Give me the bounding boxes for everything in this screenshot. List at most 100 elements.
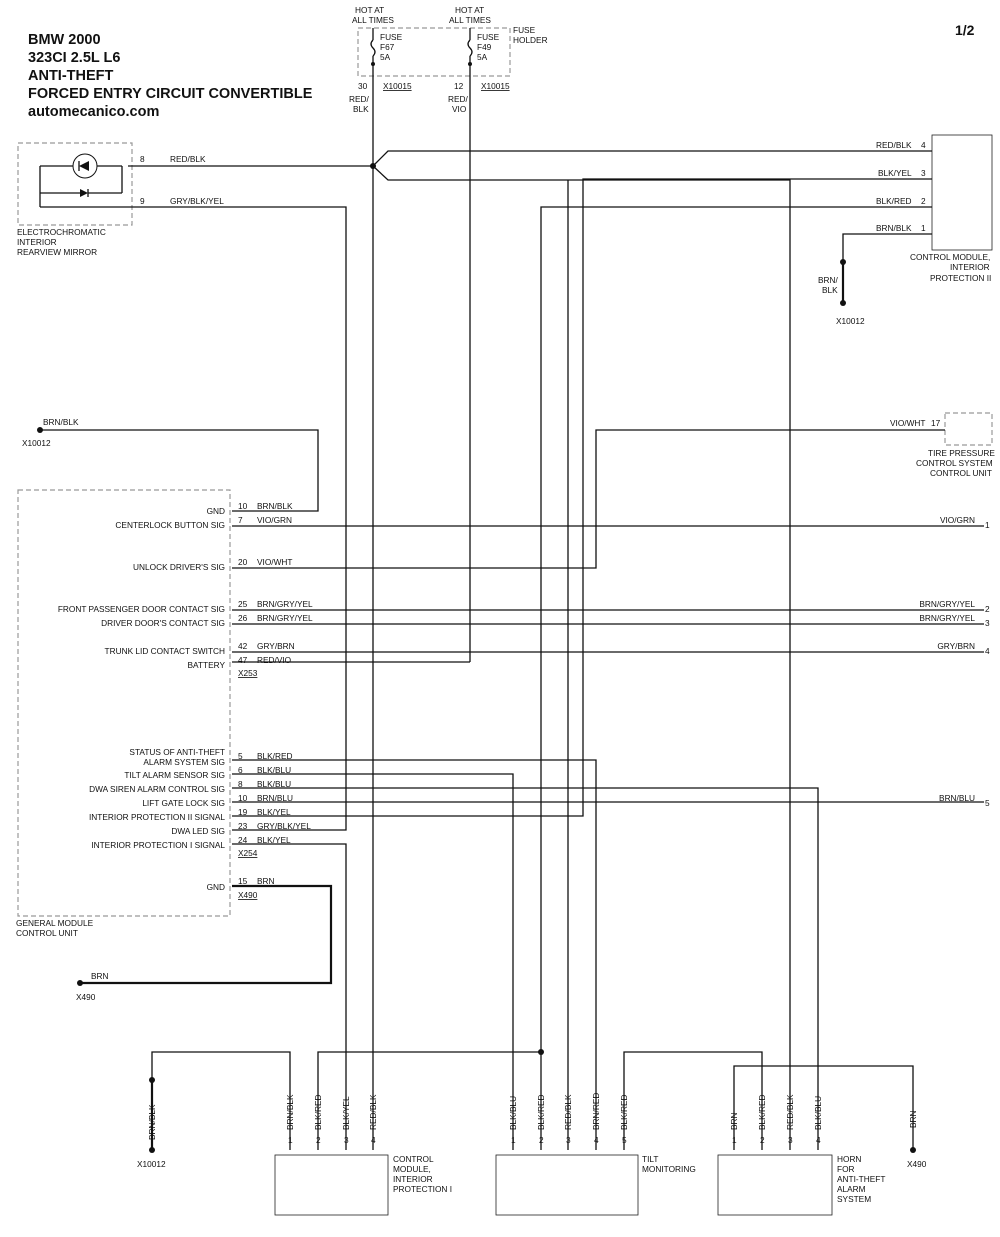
right-output-wire: VIO/GRN	[940, 515, 975, 525]
fuse1-rating: 5A	[380, 52, 391, 62]
fuse2-wire-b: VIO	[452, 104, 467, 114]
cm-ip1-label-3: INTERIOR	[393, 1174, 433, 1184]
gm-wire-color: BRN/BLU	[257, 793, 293, 803]
title-line-5: automecanico.com	[28, 104, 159, 120]
tire-pressure-unit: TIRE PRESSURE CONTROL SYSTEM CONTROL UNI…	[890, 412, 995, 478]
gm-signal-label: TRUNK LID CONTACT SWITCH	[105, 646, 225, 656]
gm-signal-label: DRIVER DOOR'S CONTACT SIG	[101, 618, 225, 628]
cm-ip2-box	[931, 134, 993, 251]
horn-label-1: HORN	[837, 1154, 861, 1164]
cm-ip2-ground-icon	[840, 300, 846, 306]
title-line-2: 323CI 2.5L L6	[28, 50, 120, 66]
cm-ip2-wire-3: BLK/YEL	[878, 168, 912, 178]
gm-signal-label: BATTERY	[188, 660, 226, 670]
gm-pin-number: 23	[238, 821, 248, 831]
ground-left-label: X10012	[22, 438, 51, 448]
gm-wire-color: GRY/BLK/YEL	[257, 821, 311, 831]
gm-wire-color: BLK/BLU	[257, 779, 291, 789]
control-module-ip2: CONTROL MODULE, INTERIOR PROTECTION II 4…	[818, 134, 993, 326]
fuse2-name: F49	[477, 42, 492, 52]
cm-ip1-label-4: PROTECTION I	[393, 1184, 452, 1194]
gm-wire-color: BRN/GRY/YEL	[257, 599, 313, 609]
tpcs-label-1: TIRE PRESSURE	[928, 448, 995, 458]
mirror-pin-9: 9	[140, 196, 145, 206]
horn-label-2: FOR	[837, 1164, 855, 1174]
ground-gm-wire: BRN	[91, 971, 109, 981]
right-output-number: 1	[985, 520, 990, 530]
cm-ip1-label: CONTROL MODULE, INTERIOR PROTECTION I	[393, 1154, 452, 1194]
cm-ip2-gnd-wire-b: BLK	[822, 285, 838, 295]
bottom-pin-labels: 1BRN/BLK2BLK/RED3BLK/YEL4RED/BLK1BLK/BLU…	[147, 1093, 918, 1145]
gm-wire-color: BLK/RED	[257, 751, 293, 761]
hot-label-1b: ALL TIMES	[352, 15, 394, 25]
gm-wire-color: VIO/WHT	[257, 557, 293, 567]
connector-x254: X254	[238, 848, 258, 858]
gm-signal-label: ALARM SYSTEM SIG	[143, 757, 225, 767]
fuse-holder-outline	[357, 27, 511, 77]
gm-signal-label: GND	[207, 506, 225, 516]
mirror-wire-red-blk: RED/BLK	[170, 154, 206, 164]
tpcs-label-3: CONTROL UNIT	[930, 468, 992, 478]
mirror-label-1: ELECTROCHROMATIC	[17, 227, 106, 237]
page-number: 1/2	[955, 22, 975, 38]
cm-ip1-box	[274, 1154, 389, 1216]
right-output-wire: GRY/BRN	[937, 641, 975, 651]
gm-wire-color: BRN/GRY/YEL	[257, 613, 313, 623]
right-output-wire: BRN/BLU	[939, 793, 975, 803]
horn-label-3: ANTI-THEFT	[837, 1174, 885, 1184]
ground-gm-x490: BRN X490	[76, 971, 109, 1002]
fuse-holder-label-2: HOLDER	[513, 35, 548, 45]
cm-ip2-label-3: PROTECTION II	[930, 273, 991, 283]
gm-wire-color: BRN/BLK	[257, 501, 293, 511]
connector-x253: X253	[238, 668, 258, 678]
tilt-label-1: TILT	[642, 1154, 658, 1164]
mirror-pin-8: 8	[140, 154, 145, 164]
horn-label-4: ALARM	[837, 1184, 866, 1194]
title-line-4: FORCED ENTRY CIRCUIT CONVERTIBLE	[28, 86, 313, 102]
bottom-components: CONTROL MODULE, INTERIOR PROTECTION I TI…	[137, 1093, 927, 1216]
gm-pin-number: 24	[238, 835, 248, 845]
mirror-wire-gry-blk-yel: GRY/BLK/YEL	[170, 196, 224, 206]
title-line-1: BMW 2000	[28, 32, 101, 48]
gm-label-2: CONTROL UNIT	[16, 928, 78, 938]
gm-pin-number: 6	[238, 765, 243, 775]
cm-ip2-pin-3: 3	[921, 168, 926, 178]
bottom-right-ground-icon	[910, 1147, 916, 1153]
gm-signal-label: TILT ALARM SENSOR SIG	[124, 770, 225, 780]
horn-box	[717, 1154, 833, 1216]
hot-label-2a: HOT AT	[455, 5, 484, 15]
title-line-3: ANTI-THEFT	[28, 68, 114, 84]
hot-label-2b: ALL TIMES	[449, 15, 491, 25]
gm-pin-number: 25	[238, 599, 248, 609]
gm-signal-label: UNLOCK DRIVER'S SIG	[133, 562, 225, 572]
fuse2-pin: 12	[454, 81, 464, 91]
fuse1-label: FUSE	[380, 32, 403, 42]
cm-ip2-ground-label: X10012	[836, 316, 865, 326]
fuse2-connector: X10015	[481, 81, 510, 91]
wires	[37, 64, 984, 1153]
right-output-number: 3	[985, 618, 990, 628]
tpcs-label-2: CONTROL SYSTEM	[916, 458, 993, 468]
gm-pin-number: 19	[238, 807, 248, 817]
gm-wire-color: RED/VIO	[257, 655, 292, 665]
ground-gm-icon	[77, 980, 83, 986]
fuse-holder: HOT AT ALL TIMES HOT AT ALL TIMES FUSE H…	[349, 5, 548, 114]
title-block: BMW 2000 323CI 2.5L L6 ANTI-THEFT FORCED…	[28, 32, 313, 120]
gm-wire-color: GRY/BRN	[257, 641, 295, 651]
cm-ip1-label-1: CONTROL	[393, 1154, 434, 1164]
gm-signal-label: DWA LED SIG	[171, 826, 225, 836]
fuse-f49-symbol	[467, 39, 473, 57]
gm-pin-number: 47	[238, 655, 248, 665]
gm-signal-label: DWA SIREN ALARM CONTROL SIG	[89, 784, 225, 794]
cm-ip2-pin-4: 4	[921, 140, 926, 150]
gm-wire-color: VIO/GRN	[257, 515, 292, 525]
gm-signal-label: GND	[207, 882, 225, 892]
cm-ip2-wire-2: BLK/RED	[876, 196, 912, 206]
bottom-left-ground-icon	[149, 1147, 155, 1153]
horn-label-5: SYSTEM	[837, 1194, 871, 1204]
diode-icon	[80, 189, 88, 197]
ground-left-wire: BRN/BLK	[43, 417, 79, 427]
gm-pin-number: 5	[238, 751, 243, 761]
